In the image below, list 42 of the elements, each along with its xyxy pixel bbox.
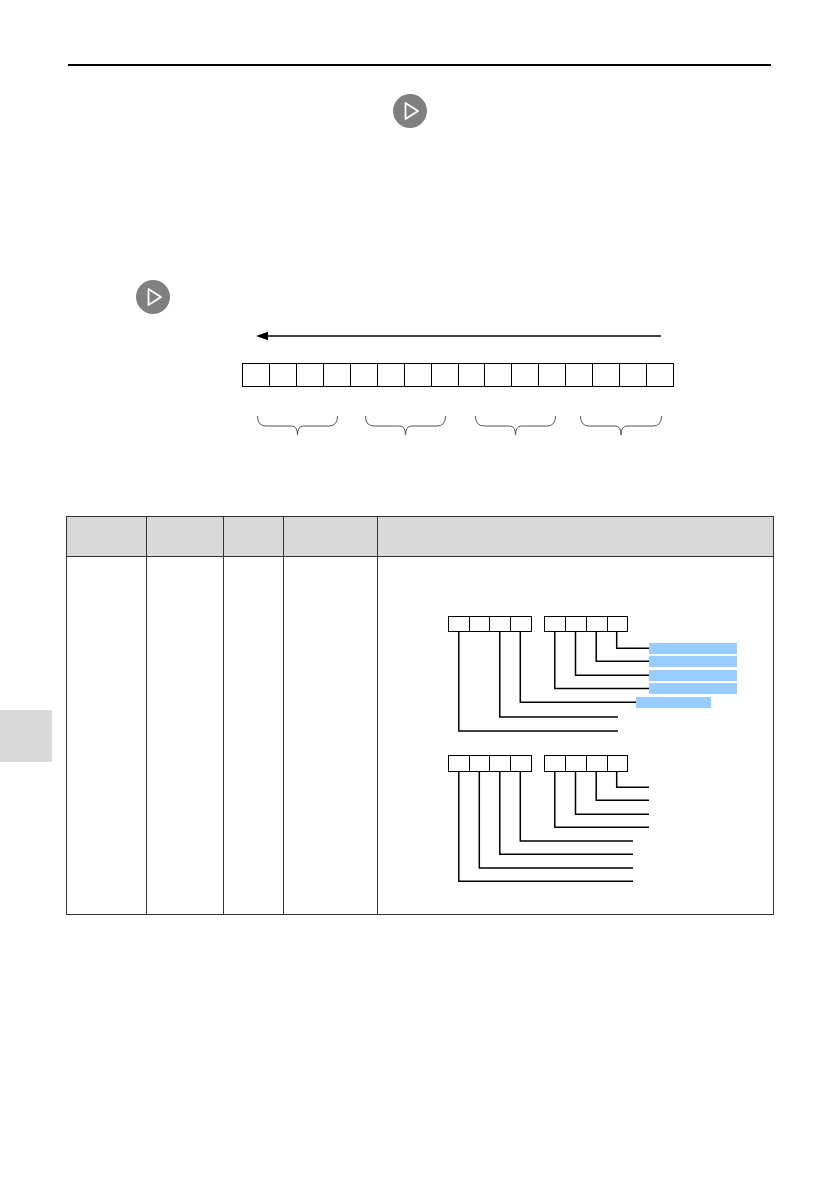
highlight-bar (636, 697, 711, 708)
bit-cell (544, 616, 567, 633)
bit-cell (448, 755, 471, 772)
highlight-bar (649, 642, 737, 654)
register-cell (484, 363, 513, 387)
highlight-bar (649, 669, 737, 681)
register-cell (242, 363, 271, 387)
highlight-bar (649, 656, 737, 667)
register-cell (296, 363, 325, 387)
bit-cell (489, 755, 512, 772)
bit-cell (448, 616, 471, 633)
bit-cell (469, 755, 491, 772)
register-cell (457, 363, 486, 387)
bit-cell (489, 616, 512, 633)
register-cell (592, 363, 621, 387)
leader-line (554, 630, 650, 690)
leader-line (458, 630, 619, 732)
bit-cell (585, 616, 608, 633)
register-cell (403, 363, 432, 387)
leader-line (615, 630, 650, 649)
leader-line (499, 630, 619, 718)
register-cell (376, 363, 405, 387)
register-cell (511, 363, 540, 387)
leader-line (574, 630, 650, 677)
bit-cell (565, 755, 587, 772)
bit-cell (606, 616, 628, 633)
register-cell (645, 363, 674, 387)
bit-cell (469, 616, 491, 633)
highlight-bar (649, 683, 737, 694)
register-cell (565, 363, 594, 387)
register-cell (538, 363, 567, 387)
register-cell (430, 363, 459, 387)
leader-line (519, 630, 637, 704)
bit-cell (606, 755, 628, 772)
register-cell (323, 363, 352, 387)
bit-cell (565, 616, 587, 633)
bit-cell (544, 755, 567, 772)
register-cell (269, 363, 298, 387)
bit-cell (510, 755, 532, 772)
bit-cell (510, 616, 532, 633)
bit-cell (585, 755, 608, 772)
leader-line (595, 630, 650, 663)
